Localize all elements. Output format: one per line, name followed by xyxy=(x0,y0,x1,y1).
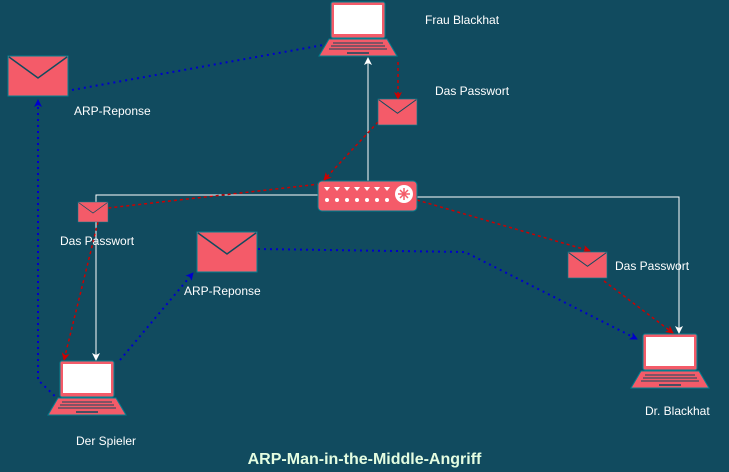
mail-arp-response-mid-icon xyxy=(196,231,258,273)
password-left-label: Das Passwort xyxy=(60,234,135,248)
flow-spieler-to-arp-mail xyxy=(34,99,60,401)
dr-blackhat-label: Dr. Blackhat xyxy=(645,404,710,418)
mail-password-left-icon xyxy=(77,201,109,223)
network-switch-icon xyxy=(317,180,418,212)
arp-response-top-label: ARP-Reponse xyxy=(74,104,151,118)
password-top-label: Das Passwort xyxy=(435,84,510,98)
flow-switch-to-right-mail xyxy=(416,199,591,253)
frau-blackhat-label: Frau Blackhat xyxy=(425,13,500,27)
password-flows xyxy=(61,62,674,361)
flow-spieler-to-mid-arp-mail xyxy=(119,272,194,361)
mail-password-right-icon xyxy=(567,251,608,279)
password-right-label: Das Passwort xyxy=(615,259,690,273)
mail-password-top-icon xyxy=(377,98,418,126)
network-links xyxy=(92,57,683,361)
flow-mail-to-switch xyxy=(323,121,379,181)
mail-arp-response-top-icon xyxy=(7,55,69,97)
flow-arp-mail-to-frau-blackhat xyxy=(71,39,341,91)
link-switch-der-spieler xyxy=(92,194,320,361)
laptop-dr-blackhat-icon xyxy=(630,333,710,389)
arp-flows xyxy=(34,39,638,401)
laptop-der-spieler-icon xyxy=(47,360,127,416)
der-spieler-label: Der Spieler xyxy=(76,434,137,448)
diagram-title: ARP-Man-in-the-Middle-Angriff xyxy=(247,451,482,468)
flow-right-mail-to-dr-blackhat xyxy=(603,280,674,334)
flow-switch-to-left-mail xyxy=(107,183,321,209)
laptop-frau-blackhat-icon xyxy=(318,1,398,57)
link-switch-dr-blackhat xyxy=(417,196,683,334)
arp-response-mid-label: ARP-Reponse xyxy=(184,284,261,298)
